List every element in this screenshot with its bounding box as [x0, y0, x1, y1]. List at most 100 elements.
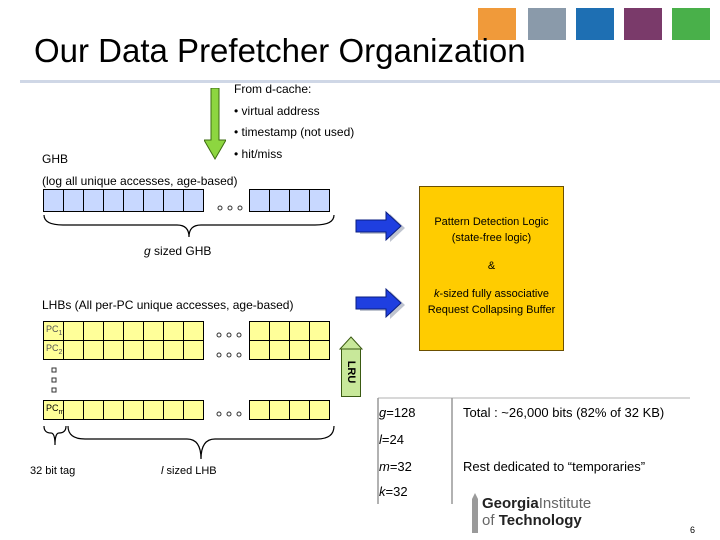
lhb-cell — [269, 321, 290, 341]
ghb-cell — [249, 189, 270, 212]
ghb-table — [43, 189, 204, 212]
lhb-cell — [249, 340, 270, 360]
ghb-cell — [163, 189, 184, 212]
ghb-cell — [43, 189, 64, 212]
logic-ampersand: & — [487, 260, 496, 272]
param-l: l=24 — [379, 432, 404, 447]
pcm-label: PCm — [46, 403, 64, 416]
lhb-cell — [289, 321, 310, 341]
pc1-label-sub: 1 — [58, 329, 63, 337]
param-l-var: l — [379, 432, 382, 447]
ghb-cell — [123, 189, 144, 212]
pcm-label-text: PC — [46, 403, 59, 413]
logic-line2: (state-free logic) — [451, 232, 532, 244]
lhb-description: LHBs (All per-PC unique accesses, age-ba… — [42, 298, 294, 312]
ghb-description: (log all unique accesses, age-based) — [42, 174, 238, 188]
lhb-cell — [123, 400, 144, 420]
param-k-value: =32 — [385, 484, 408, 499]
title-separator — [20, 80, 720, 83]
ghb-size-label: g sized GHB — [144, 244, 211, 258]
lru-box: LRU — [341, 347, 361, 397]
slide-title: Our Data Prefetcher Organization — [34, 32, 526, 69]
rest-temporaries: Rest dedicated to “temporaries” — [463, 459, 646, 474]
pc2-label-sub: 2 — [58, 348, 63, 356]
lhb-cell — [183, 340, 204, 360]
lhb-cell — [309, 321, 330, 341]
pc1-label-text: PC — [46, 324, 59, 334]
param-l-value: =24 — [381, 432, 404, 447]
parameter-table-lines — [377, 397, 690, 504]
lhb-size-label: l sized LHB — [161, 465, 217, 477]
ghb-cell — [309, 189, 330, 212]
tag-size-label: 32 bit tag — [30, 465, 76, 477]
lhb-cell — [163, 340, 184, 360]
lhb-cell — [63, 340, 84, 360]
pattern-detection-box: Pattern Detection Logic (state-free logi… — [419, 186, 564, 351]
ellipsis-icon — [216, 411, 242, 417]
logo-line1: GeorgiaInstitute — [482, 495, 591, 512]
lhb-cell — [103, 340, 124, 360]
ellipsis-icon — [217, 205, 243, 211]
lhb-cell — [123, 321, 144, 341]
param-k-var: k — [379, 484, 386, 499]
pc1-label: PC1 — [46, 324, 62, 337]
logo-institute: Institute — [538, 495, 592, 512]
logic-k-var: k — [434, 288, 440, 300]
input-item-virtual-address: • virtual address — [234, 104, 320, 118]
input-item-timestamp: • timestamp (not used) — [234, 125, 355, 139]
ghb-cell — [103, 189, 124, 212]
logic-line4: Request Collapsing Buffer — [427, 304, 556, 316]
lhb-size-text: sized LHB — [163, 465, 217, 477]
lhb-cell — [63, 321, 84, 341]
lhb-cell — [83, 340, 104, 360]
lhb-cell — [163, 400, 184, 420]
ghb-cell — [289, 189, 310, 212]
right-arrow-icon — [355, 287, 405, 319]
header-photo-green — [672, 8, 710, 40]
lhb-cell — [123, 340, 144, 360]
lhb-cell — [143, 400, 164, 420]
georgia-tech-logo: GeorgiaInstitute of Technology — [468, 493, 618, 533]
lhb-cell — [289, 400, 310, 420]
logo-georgia: Georgia — [482, 495, 539, 512]
lhb-cell — [269, 400, 290, 420]
lhb-row-pcm-tail — [249, 400, 330, 420]
param-k: k=32 — [379, 484, 408, 499]
lhb-cell — [183, 400, 204, 420]
param-g-var: g — [379, 405, 387, 420]
pc2-label-text: PC — [46, 343, 59, 353]
param-m-value: =32 — [389, 459, 412, 474]
lhb-row-pc2 — [43, 340, 204, 360]
lhb-cell — [289, 340, 310, 360]
param-g-value: =128 — [386, 405, 416, 420]
lhb-size-var: l — [161, 465, 164, 477]
logo-of: of — [482, 512, 499, 529]
tech-tower-icon — [472, 493, 478, 533]
lhb-row-pc1 — [43, 321, 204, 341]
lhb-cell — [163, 321, 184, 341]
lhb-cell — [83, 321, 104, 341]
lhb-cell — [103, 400, 124, 420]
param-g: g=128 — [379, 405, 416, 420]
lhb-cell — [63, 400, 84, 420]
input-heading: From d-cache: — [234, 82, 312, 96]
lhb-cell — [143, 321, 164, 341]
lhb-row-pcm — [43, 400, 204, 420]
lhb-cell — [103, 321, 124, 341]
up-arrow-icon — [339, 336, 363, 350]
ghb-table-tail — [249, 189, 330, 212]
lru-label: LRU — [345, 360, 357, 384]
logo-line2: of Technology — [482, 512, 582, 529]
lhb-cell — [249, 400, 270, 420]
logic-line3: k-sized fully associative — [420, 286, 563, 302]
ghb-cell — [143, 189, 164, 212]
page-number: 6 — [690, 525, 696, 535]
lhb-row-pc1-tail — [249, 321, 330, 341]
header-photo-chip — [624, 8, 662, 40]
ghb-size-var: g — [144, 244, 151, 258]
param-m-var: m — [379, 459, 390, 474]
lhb-cell — [309, 340, 330, 360]
lhb-cell — [83, 400, 104, 420]
lhb-cell — [309, 400, 330, 420]
pcm-label-sub: m — [58, 408, 65, 416]
